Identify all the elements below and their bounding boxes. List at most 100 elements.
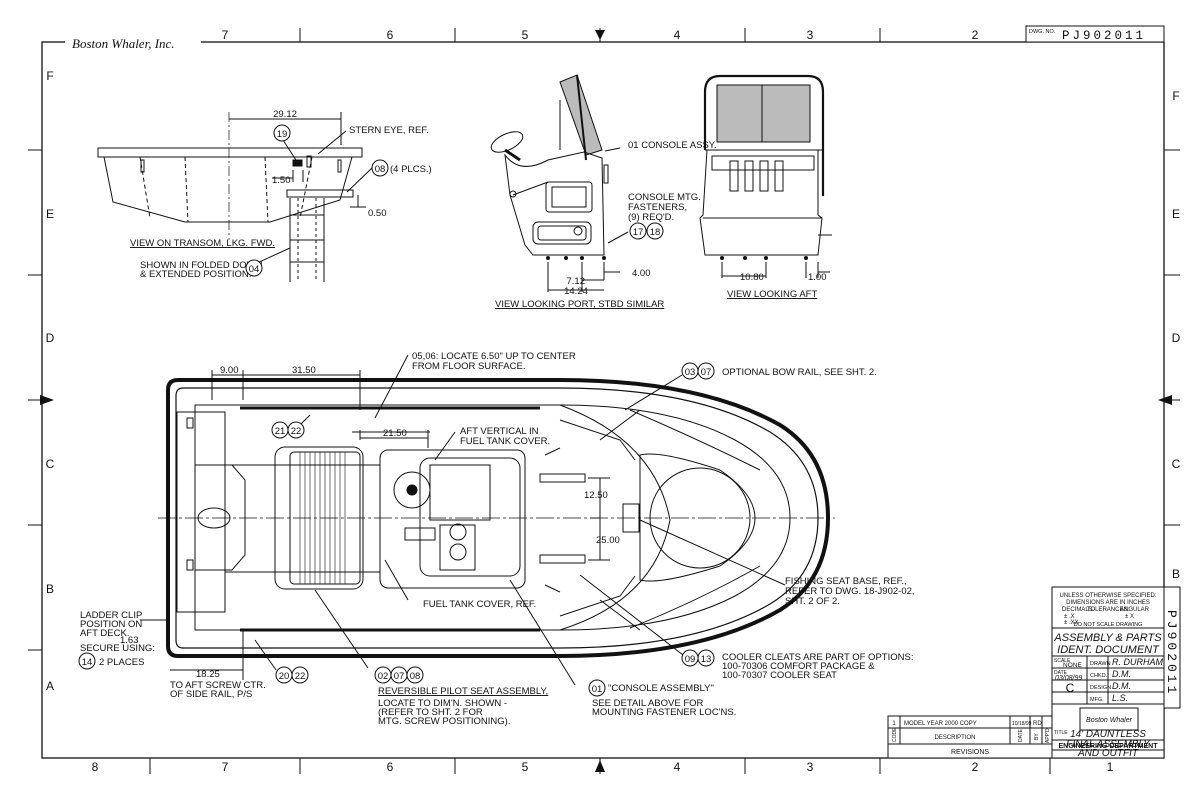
callout-08-transom: 08 (375, 164, 386, 175)
zone-top-5: 5 (522, 28, 529, 42)
scale-value: NONE (1063, 662, 1082, 669)
rev-h-by: BY (1034, 733, 1040, 740)
zone-labels: 7 6 5 4 3 2 8 7 6 5 4 3 2 1 F E D C B A … (46, 28, 1181, 774)
pilot-seat-2: (REFER TO SHT. 2 FOR (378, 707, 483, 718)
date-value: 03/08/99 (1055, 675, 1082, 682)
plan-dim-1-63: 1.63 (120, 635, 139, 646)
port-dim-4-00: 4.00 (632, 268, 651, 279)
zone-left-C: C (46, 457, 55, 471)
engineering-dept: ENGINEERING DEPARTMENT (1058, 743, 1158, 750)
plan-dim-18-25: 18.25 (196, 669, 220, 680)
mfg-label: MFG. (1090, 697, 1104, 703)
title-block (887, 586, 1181, 759)
zone-right-F: F (1172, 89, 1179, 103)
drawing-title-3: AND OUTFIT (1077, 748, 1139, 759)
zone-top-7: 7 (222, 28, 229, 42)
center-arrow-right (1158, 395, 1172, 405)
plan-dim-25-00: 25.00 (596, 535, 620, 546)
pilot-seat-1: LOCATE TO DIM'N. SHOWN - (378, 698, 507, 709)
callout-07-bowrail: 07 (701, 367, 712, 378)
transom-dim-29-12: 29.12 (273, 109, 297, 120)
logo-text: Boston Whaler (1086, 717, 1133, 724)
plan-dim-31-50: 31.50 (292, 365, 316, 376)
pilot-seat-3: MTG. SCREW POSITIONING). (378, 716, 510, 727)
dwg-number-box (1025, 25, 1165, 43)
tol-x: ± .X (1064, 614, 1075, 620)
company-name: Boston Whaler, Inc. (72, 36, 175, 51)
dwg-label: DWG. NO. (1029, 29, 1056, 35)
zone-top-4: 4 (674, 28, 681, 42)
aft-screw-2: OF SIDE RAIL, P/S (170, 689, 252, 700)
port-dim-14-24: 14.24 (564, 286, 588, 297)
aft-vertical-1: AFT VERTICAL IN (460, 426, 539, 437)
doc-title-1: ASSEMBLY & PARTS (1053, 632, 1162, 644)
rev-date: 10/18/99 (1012, 721, 1032, 727)
rev-by: RD (1033, 721, 1042, 727)
plan-dim-9-00: 9.00 (220, 365, 239, 376)
aft-dim-10-80: 10.80 (740, 272, 764, 283)
zone-bottom-3: 3 (807, 760, 814, 774)
rev-h-date: DATE (1018, 728, 1024, 742)
callout-18: 18 (650, 227, 661, 238)
cooler-note-2: 100-70306 COMFORT PACKAGE & (722, 661, 875, 672)
callout-19: 19 (277, 129, 288, 140)
console-assembly-note: "CONSOLE ASSEMBLY" (608, 683, 714, 694)
drawing-title-1: 14' DAUNTLESS (1070, 729, 1146, 740)
design-value: D.M. (1112, 681, 1131, 691)
zone-left-F: F (46, 69, 53, 83)
console-aft-view (699, 74, 832, 278)
date-label: DATE (1054, 670, 1068, 676)
callout-04: 04 (249, 264, 260, 275)
zone-ticks (28, 28, 1180, 774)
bowrail-note: OPTIONAL BOW RAIL, SEE SHT. 2. (722, 367, 877, 378)
places-label: 2 PLACES (99, 657, 144, 668)
chkd-label: CHKD. (1090, 673, 1108, 679)
aft-vertical-2: FUEL TANK COVER. (460, 436, 550, 447)
console-port-view (490, 74, 629, 292)
design-label: DESIGN (1090, 685, 1111, 691)
tol-2: DIMENSIONS ARE IN INCHES (1066, 600, 1150, 606)
drawn-label: DRAWN (1090, 661, 1111, 667)
aft-view-title: VIEW LOOKING AFT (727, 289, 817, 300)
zone-left-D: D (46, 331, 55, 345)
rev-number: 1 (892, 721, 896, 727)
zone-left-E: E (46, 207, 54, 221)
zone-left-A: A (46, 679, 54, 693)
zone-right-E: E (1172, 207, 1180, 221)
callout-07-seat: 07 (394, 671, 405, 682)
console-mtg-1: CONSOLE MTG. (628, 192, 701, 203)
aft-fastener-dots (720, 256, 808, 260)
console-fastener-dots (546, 256, 606, 260)
console-mtg-3: (9) REQ'D. (628, 212, 674, 223)
callout-03: 03 (685, 367, 696, 378)
stern-eye-label: STERN EYE, REF. (349, 125, 429, 136)
callout-21: 21 (275, 426, 286, 437)
drawing-title-2: FINAL ASSEMBLY (1066, 739, 1151, 750)
outer-border (41, 41, 1165, 759)
zone-bottom-4: 4 (674, 760, 681, 774)
callout-08-seat: 08 (410, 671, 421, 682)
note-05-06-b: FROM FLOOR SURFACE. (412, 361, 525, 372)
zone-top-6: 6 (387, 28, 394, 42)
zone-bottom-7: 7 (222, 760, 229, 774)
zone-bottom-6: 6 (387, 760, 394, 774)
tol-3: TOLERANCES: (1087, 607, 1130, 613)
console-mtg-2: FASTENERS, (628, 202, 687, 213)
boat-plan-view (140, 354, 835, 686)
rev-h-desc: DESCRIPTION (934, 735, 975, 741)
callout-14: 14 (82, 657, 93, 668)
rev-description: MODEL YEAR 2000 COPY (904, 721, 977, 727)
rev-h-appd: APP'D (1045, 728, 1051, 743)
zone-bottom-1: 1 (1107, 760, 1114, 774)
callout-13: 13 (701, 654, 712, 665)
ladder-clip-3: AFT DECK. (80, 628, 129, 639)
dwg-number: PJ902011 (1062, 29, 1146, 43)
transom-view (97, 112, 373, 282)
tol-decimals: DECIMALS (1062, 607, 1093, 613)
scale-label: SCALE (1054, 658, 1071, 664)
fuel-tank-cover-note: FUEL TANK COVER, REF. (423, 599, 536, 610)
vertical-dwg-number: PJ902011 (1164, 610, 1179, 696)
transom-note-2: & EXTENDED POSITION. (140, 269, 251, 280)
ladder-clip-2: POSITION ON (80, 619, 142, 630)
detail-note-2: MOUNTING FASTENER LOC'NS. (592, 707, 736, 718)
